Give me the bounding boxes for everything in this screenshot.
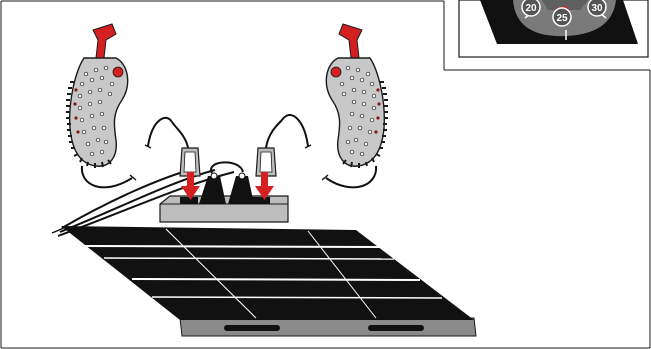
race-track-icon (61, 226, 477, 337)
gauge-label-25: 25 (556, 13, 568, 24)
right-hand-controller-icon (325, 23, 388, 168)
speed-gauge-icon: 20 25 30 (513, 0, 616, 40)
right-plug (255, 119, 283, 177)
insert-arrow-icon (181, 172, 200, 200)
left-hand-controller-icon (66, 23, 129, 168)
gauge-mark-25 (552, 7, 572, 27)
inset-detail: 20 25 30 (458, 0, 649, 58)
insert-arrow-icon (255, 172, 274, 200)
gauge-mark-20 (521, 0, 541, 17)
connection-box-icon (159, 161, 289, 223)
gauge-label-20: 20 (525, 3, 537, 14)
gauge-mark-30 (587, 0, 607, 17)
left-plug (171, 121, 201, 177)
controller-cables (80, 114, 378, 189)
gauge-label-30: 30 (591, 3, 603, 14)
